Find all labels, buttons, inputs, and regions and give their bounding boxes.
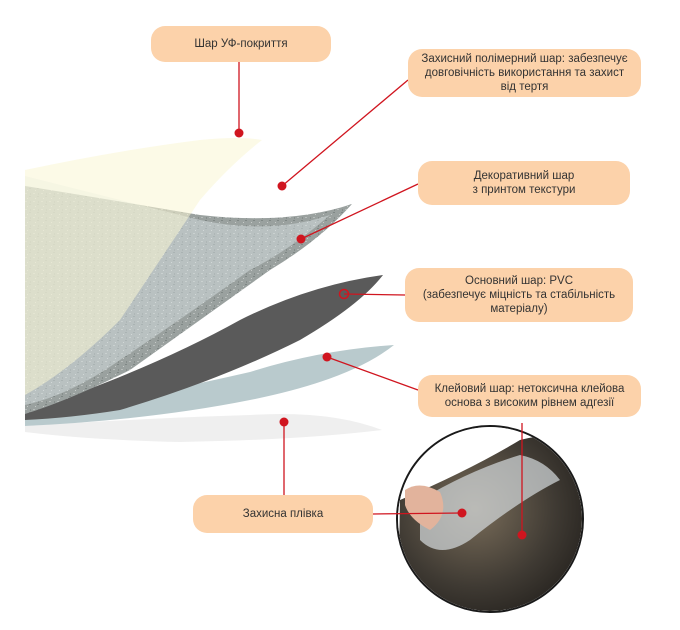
base-sheet — [25, 275, 383, 420]
label-film-layer: Захисна плівка — [193, 495, 373, 533]
label-polymer-layer: Захисний полімерний шар: забезпечує довг… — [408, 49, 641, 97]
uv-sheet — [25, 138, 262, 395]
label-base-layer: Основний шар: PVC (забезпечує міцність т… — [405, 268, 633, 322]
label-decor-layer: Декоративний шар з принтом текстури — [418, 161, 630, 205]
label-uv-layer: Шар УФ-покриття — [151, 26, 331, 62]
connector-dots — [234, 128, 527, 540]
film-sheet — [25, 414, 382, 442]
peel-off-photo — [396, 425, 584, 613]
label-glue-layer: Клейовий шар: нетоксична клейова основа … — [418, 375, 641, 417]
